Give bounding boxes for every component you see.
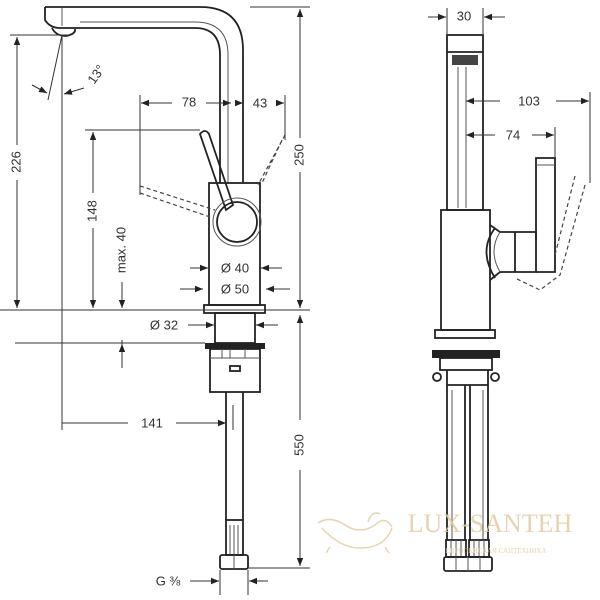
dim-43: 43 bbox=[253, 95, 267, 110]
side-view-faucet bbox=[44, 6, 286, 570]
dim-diameter-50: Ø 50 bbox=[221, 281, 249, 296]
dim-226: 226 bbox=[8, 151, 23, 173]
front-view-dimensions: 30 103 74 bbox=[428, 8, 591, 183]
dim-74: 74 bbox=[506, 127, 520, 142]
dim-diameter-32: Ø 32 bbox=[150, 317, 178, 332]
dim-thread: G ⅜ bbox=[156, 573, 181, 588]
dim-141: 141 bbox=[141, 415, 163, 430]
watermark-logo: LUX-SANTEH ЕВРОПЕЙСКАЯ САНТЕХНИКА bbox=[317, 509, 573, 555]
dim-max-40: max. 40 bbox=[113, 227, 128, 273]
front-view-faucet bbox=[432, 34, 586, 572]
watermark-brand: LUX-SANTEH bbox=[408, 509, 573, 538]
dim-angle: 13° bbox=[84, 62, 108, 87]
dim-103: 103 bbox=[518, 93, 540, 108]
dim-diameter-40: Ø 40 bbox=[221, 260, 249, 275]
lever bbox=[198, 130, 235, 212]
dim-148: 148 bbox=[84, 200, 99, 222]
bathtub-icon bbox=[317, 512, 393, 554]
dim-250: 250 bbox=[291, 144, 306, 166]
watermark-tagline: ЕВРОПЕЙСКАЯ САНТЕХНИКА bbox=[445, 547, 546, 555]
aerator bbox=[51, 27, 76, 37]
dim-78: 78 bbox=[182, 94, 196, 109]
dim-550: 550 bbox=[291, 434, 306, 456]
side-view-dimensions bbox=[0, 6, 310, 595]
dim-30: 30 bbox=[457, 8, 471, 23]
